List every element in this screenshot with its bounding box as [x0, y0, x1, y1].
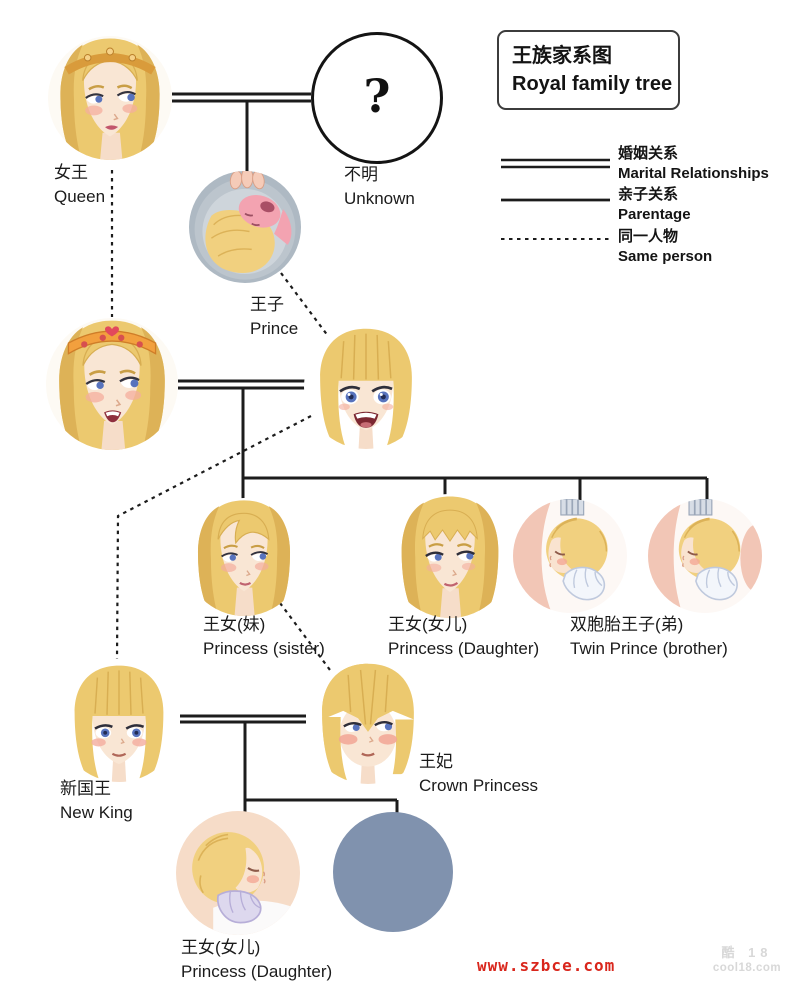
queen-later-crown: [67, 330, 157, 355]
prince-label-zh: 王子: [250, 295, 284, 314]
princess-daughter-label-zh: 王女(女儿): [388, 615, 468, 634]
legend-marriage-en: Marital Relationships: [618, 164, 769, 182]
legend-same-person-zh: 同一人物: [618, 228, 679, 245]
queen-label-en: Queen: [54, 187, 106, 206]
legend-parentage-zh: 亲子关系: [618, 186, 679, 203]
holding-hand: [229, 171, 265, 190]
legend-single-line-sample: [501, 198, 610, 202]
site-watermark: www.szbce.com: [477, 956, 616, 975]
princess-daughter-portrait: [388, 494, 512, 618]
baby-princess-node: [176, 811, 300, 935]
same-person-line-sister-crownprincess: [279, 602, 331, 671]
queen-later-portrait: [46, 318, 178, 450]
baby-princess-label-zh: 王女(女儿): [181, 938, 261, 957]
legend-parentage-en: Parentage: [618, 205, 691, 223]
crown-princess-label-zh: 王妃: [419, 752, 453, 771]
unknown-question-mark: ?: [363, 69, 391, 123]
legend-same-person-en: Same person: [618, 247, 713, 265]
twin-prince-1-portrait: [513, 499, 627, 613]
queen-label: 女王 Queen: [54, 161, 105, 209]
princess-sister-node: [185, 498, 303, 616]
queen-portrait: [48, 36, 172, 160]
new-king-label-zh: 新国王: [60, 779, 111, 798]
prince-label-en: Prince: [250, 319, 299, 338]
white-glove: [695, 566, 738, 601]
new-king-portrait: [59, 662, 179, 782]
legend-item-parentage: 亲子关系 Parentage: [618, 185, 691, 224]
unknown-node: ?: [311, 32, 443, 164]
legend-double-line-sample: [501, 158, 610, 169]
unknown-label-zh: 不明: [344, 165, 378, 184]
queen-node: [48, 36, 172, 160]
same-person-line-prince-newking: [115, 415, 312, 660]
prince-baby-portrait: [189, 171, 301, 283]
title-zh: 王族家系图: [512, 45, 612, 67]
twin-prince-label: 双胞胎王子(弟) Twin Prince (brother): [570, 613, 728, 661]
baby-princess-label: 王女(女儿) Princess (Daughter): [181, 936, 332, 984]
legend-item-marriage: 婚姻关系 Marital Relationships: [618, 144, 769, 183]
prince-grown-portrait: [304, 325, 428, 449]
same-person-line-prince: [280, 272, 329, 337]
new-king-label: 新国王 New King: [60, 777, 133, 825]
title-box: 王族家系图 Royal family tree: [497, 30, 680, 110]
future-child-node: [333, 812, 453, 932]
baby-princess-portrait: [176, 811, 300, 935]
corner-watermark-line1: 酷 18: [721, 945, 773, 960]
crown-heart-gem: [105, 326, 119, 337]
prince-label: 王子 Prince: [250, 293, 298, 341]
princess-sister-label: 王女(妹) Princess (sister): [203, 613, 325, 661]
twin-prince-label-zh: 双胞胎王子(弟): [570, 615, 684, 634]
princess-daughter-label: 王女(女儿) Princess (Daughter): [388, 613, 539, 661]
princess-sister-portrait: [185, 498, 303, 616]
twin-prince-2-portrait: [648, 499, 762, 613]
prince-baby-node: [189, 171, 301, 283]
crown-princess-node: [306, 660, 430, 784]
baby-princess-label-en: Princess (Daughter): [181, 962, 333, 981]
legend-marriage-zh: 婚姻关系: [618, 145, 679, 162]
prince-grown-node: [304, 325, 428, 449]
corner-watermark: 酷 18 cool18.com: [708, 945, 786, 975]
legend-dashed-line-sample: [501, 238, 610, 240]
crown-princess-label: 王妃 Crown Princess: [419, 750, 538, 798]
white-glove: [562, 566, 606, 601]
striped-sleeve: [688, 499, 713, 516]
crown-princess-label-en: Crown Princess: [419, 776, 539, 795]
twin-prince-label-en: Twin Prince (brother): [570, 639, 728, 658]
title-en: Royal family tree: [512, 73, 673, 95]
unknown-label-en: Unknown: [344, 189, 415, 208]
striped-sleeve: [560, 499, 585, 516]
queen-tiara: [64, 53, 156, 75]
new-king-node: [59, 662, 179, 782]
unknown-label: 不明 Unknown: [344, 163, 415, 211]
princess-sister-label-zh: 王女(妹): [203, 615, 266, 634]
corner-watermark-line2: cool18.com: [712, 962, 782, 974]
queen-label-zh: 女王: [54, 163, 88, 182]
twin-prince-1-node: [513, 499, 627, 613]
queen-later-node: [46, 318, 178, 450]
new-king-label-en: New King: [60, 803, 133, 822]
crown-princess-portrait: [306, 660, 430, 784]
princess-daughter-label-en: Princess (Daughter): [388, 639, 540, 658]
princess-sister-label-en: Princess (sister): [203, 639, 325, 658]
legend-item-same-person: 同一人物 Same person: [618, 227, 712, 266]
twin-prince-2-node: [648, 499, 762, 613]
princess-daughter-node: [388, 494, 512, 618]
